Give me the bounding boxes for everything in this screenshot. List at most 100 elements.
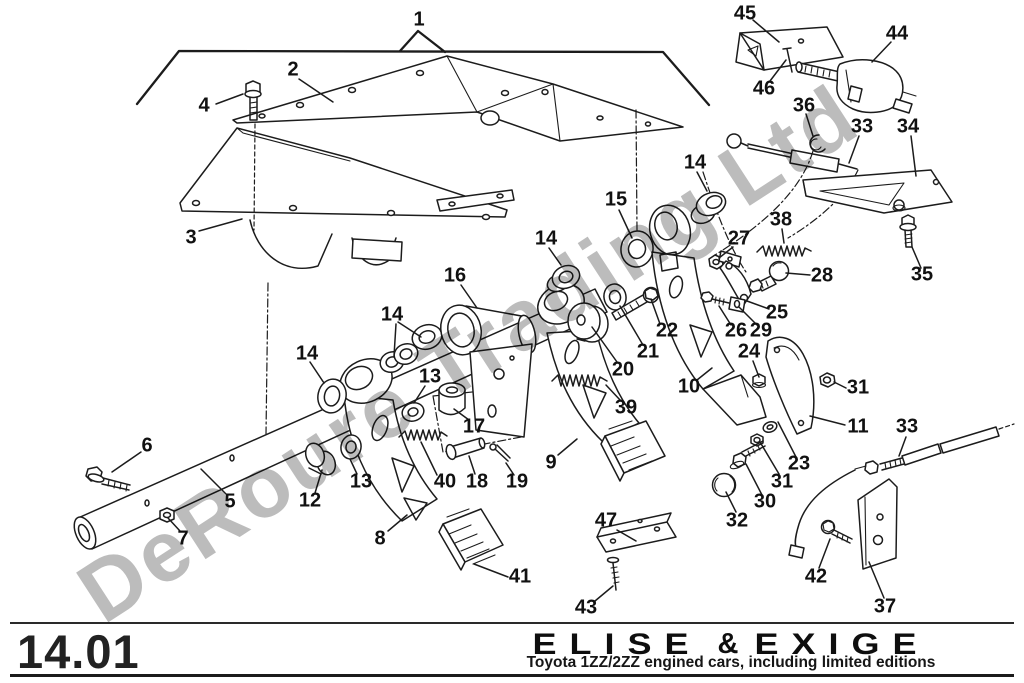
pivot-bracket-16	[440, 304, 537, 438]
stop-bracket-47	[596, 512, 677, 553]
part-label-29: 29	[749, 319, 773, 342]
brand-ampersand: &	[717, 627, 739, 660]
part-label-4: 4	[198, 94, 210, 117]
c-clip-36	[809, 134, 826, 153]
part-label-37: 37	[873, 595, 897, 618]
part-label-38: 38	[769, 208, 793, 231]
part-label-16: 16	[443, 264, 467, 287]
part-label-25: 25	[765, 301, 789, 324]
part-label-15: 15	[604, 188, 628, 211]
part-label-35: 35	[910, 263, 934, 286]
washer-23	[762, 420, 778, 434]
part-label-28: 28	[810, 264, 834, 287]
part-label-22: 22	[655, 319, 679, 342]
brand-exige: EXIGE	[754, 626, 930, 661]
bush-20	[567, 302, 609, 343]
washer-13a	[401, 402, 425, 422]
bolt-35	[899, 214, 917, 248]
part-label-17: 17	[462, 415, 486, 438]
accelerator-pedal-pad	[765, 336, 815, 435]
spring-40	[398, 429, 448, 441]
clutch-pedal-pad	[438, 508, 504, 571]
screw-43	[606, 556, 620, 591]
axis-line-15	[635, 109, 638, 231]
bush-14-ring-left	[317, 378, 347, 414]
bush-14-top	[690, 191, 727, 225]
pivot-axis-line	[265, 282, 269, 435]
link-rod-33	[726, 133, 858, 173]
brake-pedal-pad	[600, 420, 666, 482]
part-label-12: 12	[298, 489, 322, 512]
part-label-43: 43	[574, 596, 598, 619]
nut-24	[751, 373, 767, 389]
mounting-bracket	[179, 127, 515, 269]
part-label-1: 1	[413, 8, 425, 31]
part-label-5: 5	[224, 490, 236, 513]
nut-7	[159, 507, 175, 523]
part-label-33: 33	[895, 415, 919, 438]
accelerator-pedal	[648, 204, 767, 426]
top-plate	[232, 55, 684, 142]
part-label-14: 14	[534, 227, 558, 250]
part-label-23: 23	[787, 452, 811, 475]
footer-top-rule	[10, 622, 1014, 624]
part-label-39: 39	[614, 396, 638, 419]
dash-dot-links	[702, 150, 859, 273]
part-label-27: 27	[727, 227, 751, 250]
throttle-cable-33	[788, 423, 1015, 559]
part-label-31: 31	[770, 470, 794, 493]
bolt-6	[85, 466, 131, 492]
part-label-21: 21	[636, 340, 660, 363]
bolt-4	[244, 80, 262, 231]
washer-13b	[340, 434, 362, 460]
part-label-3: 3	[185, 226, 197, 249]
part-label-40: 40	[433, 470, 457, 493]
clutch-pedal	[339, 358, 438, 522]
part-label-26: 26	[724, 319, 748, 342]
part-label-13: 13	[418, 365, 442, 388]
assembly-bracket-line	[135, 29, 711, 107]
part-label-20: 20	[611, 358, 635, 381]
part-label-14: 14	[683, 151, 707, 174]
part-label-41: 41	[508, 565, 532, 588]
part-label-46: 46	[752, 77, 776, 100]
part-label-32: 32	[725, 509, 749, 532]
part-label-30: 30	[753, 490, 777, 513]
brand-subtitle: Toyota 1ZZ/2ZZ engined cars, including l…	[526, 654, 936, 671]
washer-15	[620, 230, 654, 268]
footer-bottom-rule	[10, 674, 1014, 677]
part-label-8: 8	[374, 527, 386, 550]
ball-stud-28	[748, 260, 790, 293]
part-label-45: 45	[733, 2, 757, 25]
part-label-47: 47	[594, 509, 618, 532]
part-label-6: 6	[141, 434, 153, 457]
leader-lines	[111, 19, 922, 602]
bolt-30	[729, 440, 766, 470]
part-label-19: 19	[505, 470, 529, 493]
brand-elise: ELISE	[532, 626, 702, 661]
cable-bracket-37	[857, 478, 898, 570]
cable-bracket-34	[802, 169, 953, 214]
bolt-42	[820, 519, 853, 544]
part-label-13: 13	[349, 470, 373, 493]
brand-logo: ELISE & EXIGE	[450, 623, 1012, 665]
part-label-11: 11	[847, 415, 869, 438]
cap-32	[711, 472, 737, 498]
part-label-31: 31	[846, 376, 870, 399]
part-label-44: 44	[885, 22, 909, 45]
part-label-2: 2	[287, 58, 299, 81]
clevis-pin-18	[445, 437, 486, 461]
part-label-24: 24	[737, 340, 761, 363]
part-label-34: 34	[896, 115, 920, 138]
bolt-22	[611, 286, 660, 321]
part-label-10: 10	[677, 375, 701, 398]
bush-pair-14	[379, 342, 419, 374]
part-label-7: 7	[177, 527, 189, 550]
brake-switch-44	[795, 59, 917, 114]
part-label-42: 42	[804, 565, 828, 588]
part-label-14: 14	[380, 303, 404, 326]
pin-46	[782, 47, 793, 73]
bush-14-middle	[546, 264, 581, 293]
